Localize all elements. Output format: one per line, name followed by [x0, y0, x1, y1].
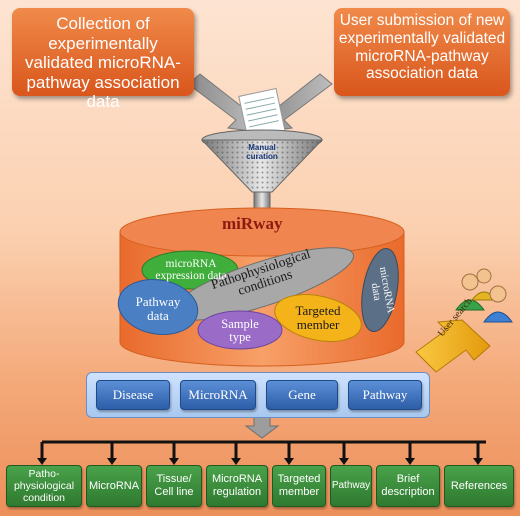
search-button-gene[interactable]: Gene	[266, 380, 338, 410]
microrna-data-ellipse	[361, 248, 399, 332]
tree-arrowheads	[37, 458, 483, 465]
funnel-icon	[200, 129, 324, 215]
result-field-pathway[interactable]: Pathway	[330, 465, 372, 507]
document-icon	[238, 87, 286, 141]
result-field-pathophysiological[interactable]: Patho-physiological condition	[6, 465, 82, 507]
user-group-icon	[455, 268, 513, 323]
user-submission-box: User submission of new experimentally va…	[334, 8, 510, 96]
pathway-data-ellipse	[117, 279, 199, 335]
user-search-arrow	[415, 319, 491, 373]
sample-type-label: Sample type	[221, 317, 259, 345]
collection-box: Collection of experimentally validated m…	[12, 8, 194, 111]
result-field-microrna[interactable]: MicroRNA	[86, 465, 142, 507]
tree-connector	[40, 440, 486, 460]
targeted-member-label: Targeted member	[295, 303, 341, 332]
search-button-pathway[interactable]: Pathway	[348, 380, 422, 410]
down-arrow	[244, 415, 280, 439]
search-button-microrna[interactable]: MicroRNA	[180, 380, 256, 410]
result-field-brief-description[interactable]: Brief description	[376, 465, 440, 507]
pathway-data-label: Pathway data	[135, 294, 181, 323]
result-field-regulation[interactable]: MicroRNA regulation	[206, 465, 268, 507]
sample-type-ellipse	[197, 310, 283, 350]
result-field-tissue[interactable]: Tissue/ Cell line	[146, 465, 202, 507]
targeted-member-ellipse	[274, 294, 362, 342]
database-title: miRway	[222, 214, 283, 233]
microrna-expression-label: microRNA expression data	[155, 258, 227, 283]
result-field-targeted-member[interactable]: Targeted member	[272, 465, 326, 507]
result-field-references[interactable]: References	[444, 465, 514, 507]
manual-curation-label: Manual curation	[246, 143, 278, 161]
search-button-disease[interactable]: Disease	[96, 380, 170, 410]
